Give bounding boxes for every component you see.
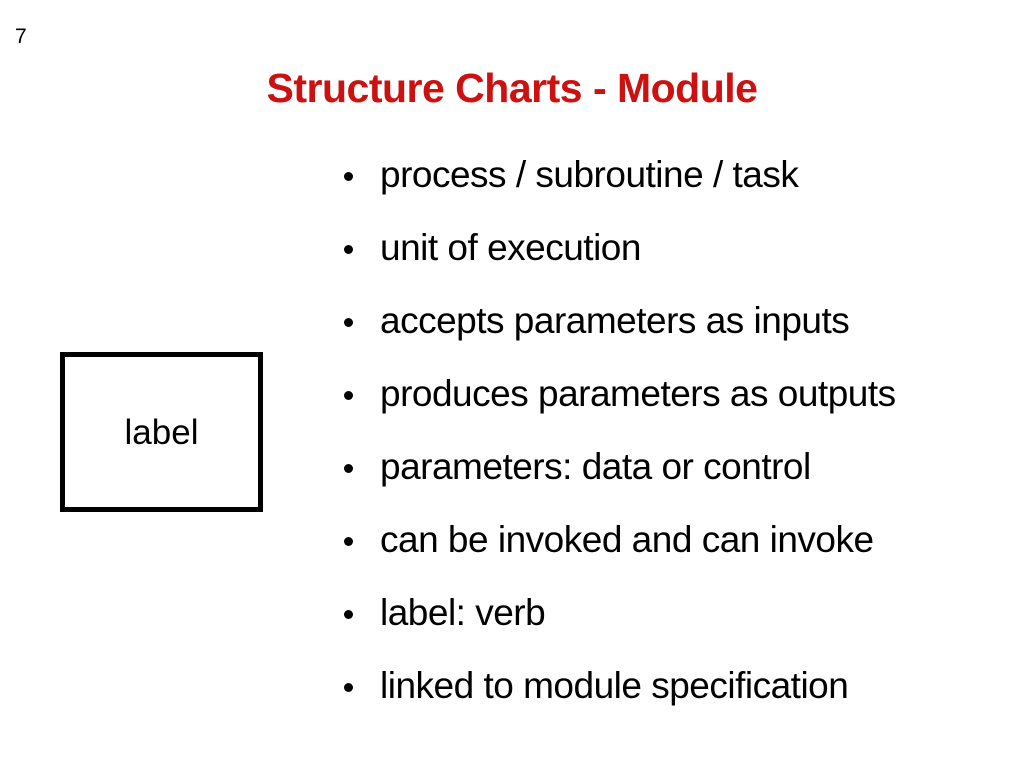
bullet-icon — [344, 172, 353, 181]
module-box-label: label — [124, 412, 199, 452]
bullet-text: label: verb — [380, 592, 546, 633]
slide-title: Structure Charts - Module — [266, 65, 758, 111]
bullet-icon — [344, 245, 353, 254]
bullet-item: can be invoked and can invoke — [344, 503, 896, 576]
bullet-icon — [344, 464, 353, 473]
bullet-item: produces parameters as outputs — [344, 357, 896, 430]
bullet-icon — [344, 610, 353, 619]
bullet-text: produces parameters as outputs — [380, 373, 896, 414]
bullet-item: unit of execution — [344, 211, 896, 284]
bullet-text: parameters: data or control — [380, 446, 811, 487]
bullet-item: process / subroutine / task — [344, 138, 896, 211]
bullet-text: can be invoked and can invoke — [380, 519, 874, 560]
bullet-text: linked to module specification — [380, 665, 849, 706]
bullet-icon — [344, 683, 353, 692]
bullet-item: parameters: data or control — [344, 430, 896, 503]
bullet-item: label: verb — [344, 576, 896, 649]
bullet-item: accepts parameters as inputs — [344, 284, 896, 357]
bullet-icon — [344, 318, 353, 327]
bullet-list: process / subroutine / task unit of exec… — [344, 138, 896, 722]
bullet-icon — [344, 391, 353, 400]
page-number: 7 — [15, 25, 27, 48]
bullet-item: linked to module specification — [344, 649, 896, 722]
bullet-icon — [344, 537, 353, 546]
bullet-text: accepts parameters as inputs — [380, 300, 850, 341]
bullet-text: unit of execution — [380, 227, 641, 268]
module-box: label — [60, 352, 263, 512]
bullet-text: process / subroutine / task — [380, 154, 799, 195]
